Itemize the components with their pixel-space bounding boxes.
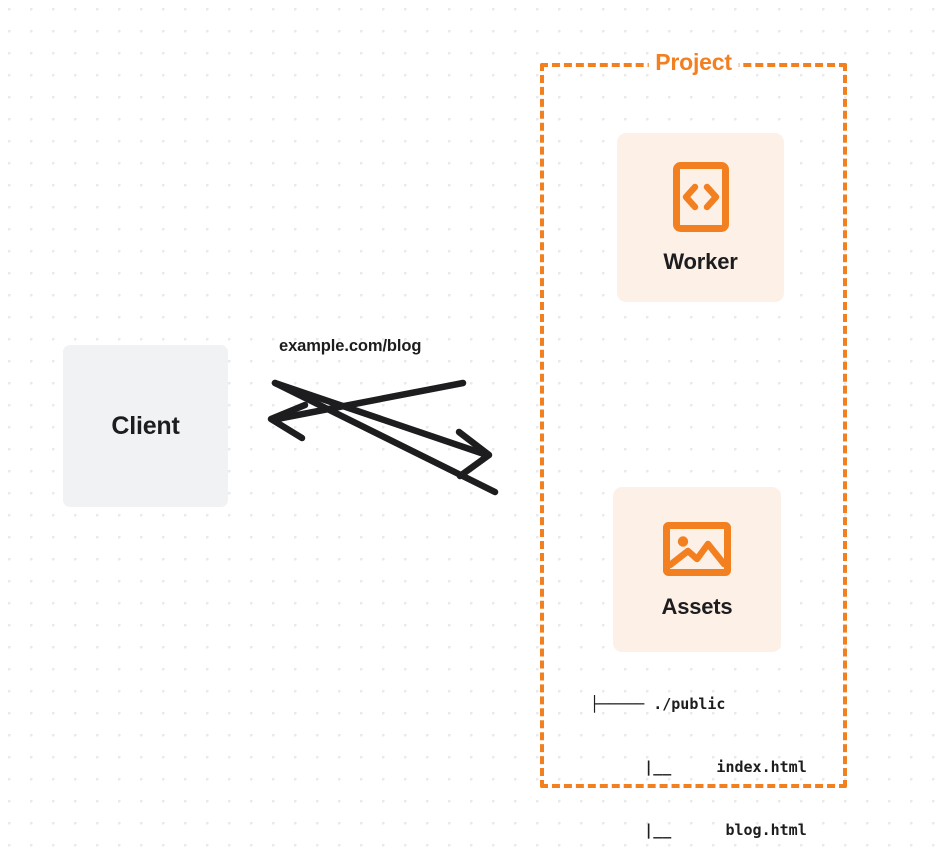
assets-node-label: Assets xyxy=(661,593,733,619)
connection-label: example.com/blog xyxy=(279,337,422,355)
assets-node[interactable]: Assets xyxy=(613,487,781,652)
arrow-to-project xyxy=(271,379,499,496)
image-icon xyxy=(663,521,731,576)
file-tree-row: |__ blog.html xyxy=(590,821,807,839)
code-brackets-icon xyxy=(672,161,729,232)
project-container[interactable]: Project Worker Assets ├───── ./public |_… xyxy=(540,49,847,839)
assets-file-tree: ├───── ./public |__ index.html |__ blog.… xyxy=(590,652,807,860)
file-tree-row: ├───── ./public xyxy=(590,695,726,713)
file-tree-row: |__ index.html xyxy=(590,758,807,776)
worker-node[interactable]: Worker xyxy=(617,133,784,302)
project-container-label: Project xyxy=(648,49,739,76)
client-node[interactable]: Client xyxy=(63,345,228,507)
client-node-label: Client xyxy=(111,411,180,440)
worker-node-label: Worker xyxy=(663,248,738,274)
arrow-to-client xyxy=(267,379,467,442)
